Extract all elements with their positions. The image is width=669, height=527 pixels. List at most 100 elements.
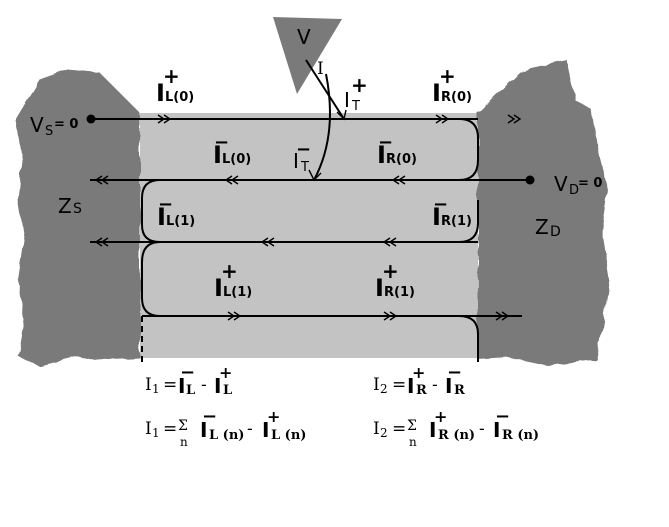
svg-text:−: −: [447, 362, 462, 383]
svg-text:I: I: [145, 375, 152, 395]
svg-text:I: I: [407, 374, 414, 398]
svg-text:I: I: [493, 418, 500, 442]
svg-text:L (n): L (n): [209, 428, 244, 443]
svg-text:1: 1: [152, 382, 160, 396]
svg-text:2: 2: [380, 426, 388, 440]
svg-text:−: −: [158, 194, 173, 215]
svg-text:R(1): R(1): [441, 214, 472, 229]
channel-region: [140, 113, 478, 358]
svg-text:L(1): L(1): [166, 214, 195, 229]
svg-text:-: -: [479, 419, 485, 439]
svg-text:−: −: [296, 139, 311, 160]
svg-text:2: 2: [380, 382, 388, 396]
svg-text:I: I: [293, 149, 299, 173]
svg-text:I: I: [432, 79, 441, 107]
svg-text:D: D: [550, 224, 561, 240]
tip-current-line: [305, 59, 345, 120]
svg-text:I: I: [213, 141, 222, 169]
ir1-minus-label: I − R(1): [432, 194, 472, 231]
arrow-right-top-1: [157, 114, 172, 124]
svg-text:T: T: [351, 99, 360, 114]
zd-label: Z D: [535, 215, 561, 240]
svg-text:I: I: [145, 419, 152, 439]
svg-text:R (n): R (n): [502, 428, 539, 443]
arrow-left-second-1: [94, 175, 109, 185]
svg-text:I: I: [373, 375, 380, 395]
svg-text:Z: Z: [535, 215, 549, 239]
tip-current-label: I: [317, 59, 324, 79]
arrow-right-bottom-3: [495, 311, 510, 321]
svg-text:+: +: [439, 64, 456, 88]
arrow-right-bottom-2: [383, 311, 398, 321]
svg-text:V: V: [30, 113, 44, 137]
drain-contact: [478, 60, 610, 366]
svg-text:I: I: [432, 203, 441, 231]
formula-i2-sum: I 2 = Σ n I + R (n) - I − R (n): [373, 406, 539, 449]
it-minus-label: I − T: [293, 139, 311, 175]
zs-label: Z S: [58, 194, 82, 218]
svg-text:S: S: [45, 124, 53, 139]
arrow-left-third-1: [94, 237, 109, 247]
arrow-right-bottom-1: [227, 311, 242, 321]
svg-text:+: +: [412, 363, 425, 382]
svg-text:−: −: [180, 362, 195, 383]
svg-text:I: I: [214, 274, 223, 302]
arrow-left-third-3: [382, 237, 397, 247]
svg-text:-: -: [201, 375, 207, 395]
svg-text:I: I: [156, 79, 165, 107]
svg-text:R (n): R (n): [438, 428, 475, 443]
svg-text:D: D: [569, 183, 579, 198]
svg-text:=: =: [163, 419, 177, 439]
svg-text:−: −: [378, 132, 393, 153]
source-contact: [16, 70, 140, 366]
vd-label: V D = 0: [554, 172, 602, 198]
svg-text:I: I: [373, 419, 380, 439]
svg-text:I: I: [377, 141, 386, 169]
svg-text:V: V: [554, 172, 568, 196]
svg-text:-: -: [432, 375, 438, 395]
stm-tip: [273, 17, 342, 94]
svg-text:−: −: [495, 406, 510, 427]
svg-text:L: L: [223, 383, 232, 398]
edge-turn-left-1: [141, 179, 161, 243]
svg-text:Σ: Σ: [178, 418, 188, 434]
svg-text:+: +: [434, 407, 447, 426]
vd-terminal-dot: [525, 175, 535, 185]
svg-text:−: −: [433, 194, 448, 215]
formula-i2: I 2 = I + R - I − R: [373, 362, 465, 398]
vs-label: V S = 0: [30, 113, 78, 139]
ir0-minus-label: I − R(0): [377, 132, 417, 169]
ir1-plus-label: I + R(1): [375, 259, 415, 302]
arrow-tunnel-minus: [308, 169, 322, 182]
svg-text:+: +: [351, 73, 368, 97]
arrow-left-second-3: [391, 175, 406, 185]
svg-text:Z: Z: [58, 194, 72, 218]
svg-text:R(0): R(0): [386, 152, 417, 167]
formula-i1: I 1 = I − L - I + L: [145, 362, 232, 398]
svg-text:I: I: [445, 374, 452, 398]
tunnel-current-minus: [313, 73, 331, 181]
svg-text:−: −: [214, 132, 229, 153]
svg-text:I: I: [429, 418, 436, 442]
arrow-right-top-2: [435, 114, 450, 124]
svg-text:I: I: [344, 88, 350, 112]
svg-text:=: =: [163, 375, 177, 395]
svg-text:−: −: [202, 406, 217, 427]
arrow-left-third-2: [260, 237, 275, 247]
svg-text:= 0: = 0: [54, 117, 78, 132]
il1-plus-label: I + L(1): [214, 259, 252, 302]
svg-text:I: I: [262, 418, 269, 442]
svg-text:1: 1: [152, 426, 160, 440]
svg-text:+: +: [382, 259, 399, 283]
formula-i1-sum: I 1 = Σ n I − L (n) - I + L (n): [145, 406, 306, 449]
il1-minus-label: I − L(1): [157, 194, 195, 231]
svg-text:R(0): R(0): [441, 90, 472, 105]
svg-text:= 0: = 0: [578, 176, 602, 191]
il0-minus-label: I − L(0): [213, 132, 251, 169]
tip-voltage-label: V: [297, 25, 311, 49]
svg-text:-: -: [247, 419, 253, 439]
it-plus-label: I + T: [344, 73, 368, 114]
svg-text:n: n: [409, 435, 417, 449]
svg-text:L(0): L(0): [222, 152, 251, 167]
